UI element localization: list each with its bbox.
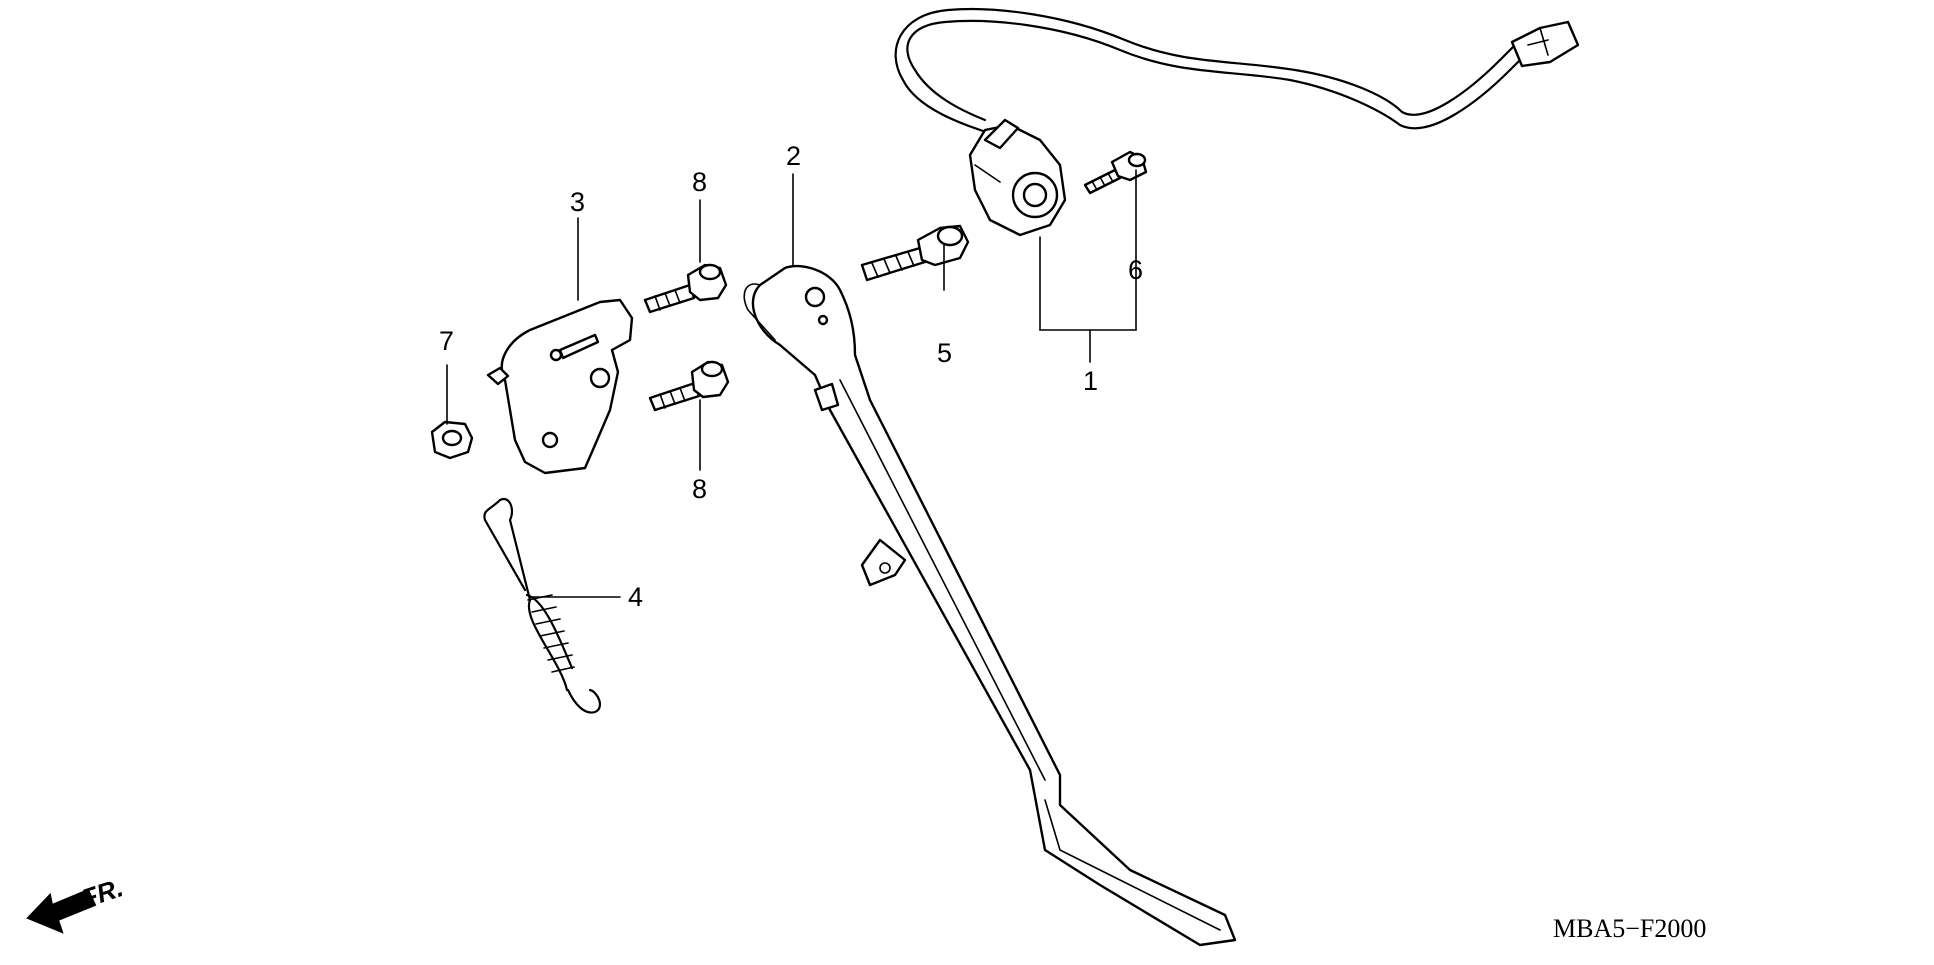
callout-8-lower: 8: [692, 474, 707, 504]
callout-8-upper: 8: [692, 167, 707, 197]
diagram-code: MBA5−F2000: [1553, 914, 1706, 943]
pivot-bolt: [860, 224, 970, 282]
callout-1: 1: [1083, 366, 1098, 396]
callout-6: 6: [1128, 255, 1143, 285]
callout-4: 4: [628, 582, 643, 612]
front-label: FR.: [78, 872, 127, 913]
side-stand-switch: [894, 7, 1580, 237]
callout-3: 3: [570, 187, 585, 217]
leader-lines: [446, 169, 1137, 598]
switch-bolt: [1083, 150, 1148, 195]
callout-5: 5: [937, 338, 952, 368]
bracket-bolt-lower: [648, 360, 730, 412]
callout-7: 7: [439, 326, 454, 356]
return-spring: [483, 497, 602, 714]
arrow-left-icon: [26, 888, 97, 934]
bracket-bolt-upper: [643, 263, 728, 314]
bracket-plate: [486, 298, 634, 475]
nut: [430, 420, 474, 460]
front-direction-indicator: FR.: [26, 872, 127, 934]
side-stand: [743, 264, 1237, 947]
callout-2: 2: [786, 141, 801, 171]
callout-numbers: 1 2 3 4 5 6 7 8 8: [439, 141, 1143, 612]
